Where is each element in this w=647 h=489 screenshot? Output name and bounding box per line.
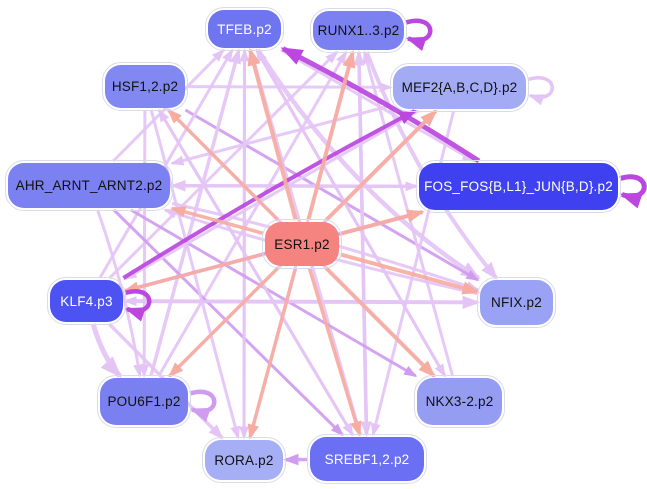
node-runx1-3-p2[interactable]: RUNX1..3.p2 [310,8,407,53]
edge-FOS-TFEB [280,46,481,164]
edge-MEF2-AHR [170,104,392,166]
node-label: AHR_ARNT_ARNT2.p2 [15,178,163,193]
self-loop-KLF4 [124,289,152,322]
edge-TFEB-FOS [280,48,476,163]
edge-ESR1-KLF4 [123,252,264,293]
node-tfeb-p2[interactable]: TFEB.p2 [205,7,284,51]
edge-MEF2-KLF4 [123,109,420,281]
node-label: NFIX.p2 [491,295,542,310]
edge-KLF4-POU [90,323,122,379]
edge-ESR1-TFEB [247,47,298,221]
node-mef2-a-b-c-d-p2[interactable]: MEF2{A,B,C,D}.p2 [390,63,529,112]
node-label: KLF4.p3 [60,293,113,309]
edge-AHR-SREBF [112,208,344,437]
node-label: SREBF1,2.p2 [324,451,410,467]
node-label: ESR1.p2 [274,236,330,252]
edge-RUNX-SREBF [357,51,373,437]
node-pou6f1-p2[interactable]: POU6F1.p2 [97,375,191,428]
self-loop-MEF2 [527,76,554,106]
node-label: TFEB.p2 [217,21,272,37]
edge-POU-RUNX [157,50,348,377]
edge-ESR1-RORA [247,267,298,440]
edge-HSF-MEF2 [186,82,393,93]
node-label: FOS_FOS{B,L1}_JUN{B,D}.p2 [424,179,613,194]
self-loop-FOS [619,174,647,209]
edge-AHR-NKX [130,208,418,378]
node-label: RORA.p2 [214,452,274,468]
node-klf4-p3[interactable]: KLF4.p3 [47,277,126,325]
node-label: RUNX1..3.p2 [317,23,400,38]
node-label: POU6F1.p2 [107,394,181,409]
edge-TFEB-RORA [239,49,249,440]
edge-ESR1-AHR [170,206,264,235]
node-label: HSF1,2.p2 [111,79,179,94]
edge-TFEB-NKX [255,49,447,378]
edge-ESR1-NKX [324,266,436,378]
node-esr1-p2[interactable]: ESR1.p2 [262,219,342,269]
self-loop-POU [189,389,217,423]
node-fos-fos-b-l1-jun-b-d-p2[interactable]: FOS_FOS{B,L1}_JUN{B,D}.p2 [416,160,621,213]
edge-KLF4-MEF2 [122,109,417,280]
edge-ESR1-HSF [167,108,280,222]
edge-NFIX-KLF4 [123,296,479,307]
edge-ESR1-RUNX [306,49,356,221]
node-nfix-p2[interactable]: NFIX.p2 [477,277,556,328]
node-srebf1-2-p2[interactable]: SREBF1,2.p2 [307,434,427,484]
node-nkx3-2-p2[interactable]: NKX3-2.p2 [414,375,505,428]
edge-HSF-NFIX [184,108,480,282]
node-rora-p2[interactable]: RORA.p2 [202,437,286,483]
edge-AHR-FOS [171,181,419,192]
node-hsf1-2-p2[interactable]: HSF1,2.p2 [102,62,188,111]
self-loop-RUNX [405,18,433,52]
edge-ESR1-NFIX [340,252,481,295]
edge-ESR1-FOS [340,209,425,236]
edge-SREBF-HSF [157,108,354,436]
node-label: NKX3-2.p2 [425,394,494,409]
edge-ESR1-SREBF [307,267,362,437]
edge-ESR1-MEF2 [324,109,438,222]
edge-ESR1-POU [168,266,280,378]
node-ahr-arnt-arnt2-p2[interactable]: AHR_ARNT_ARNT2.p2 [5,160,173,211]
node-label: MEF2{A,B,C,D}.p2 [401,80,518,95]
